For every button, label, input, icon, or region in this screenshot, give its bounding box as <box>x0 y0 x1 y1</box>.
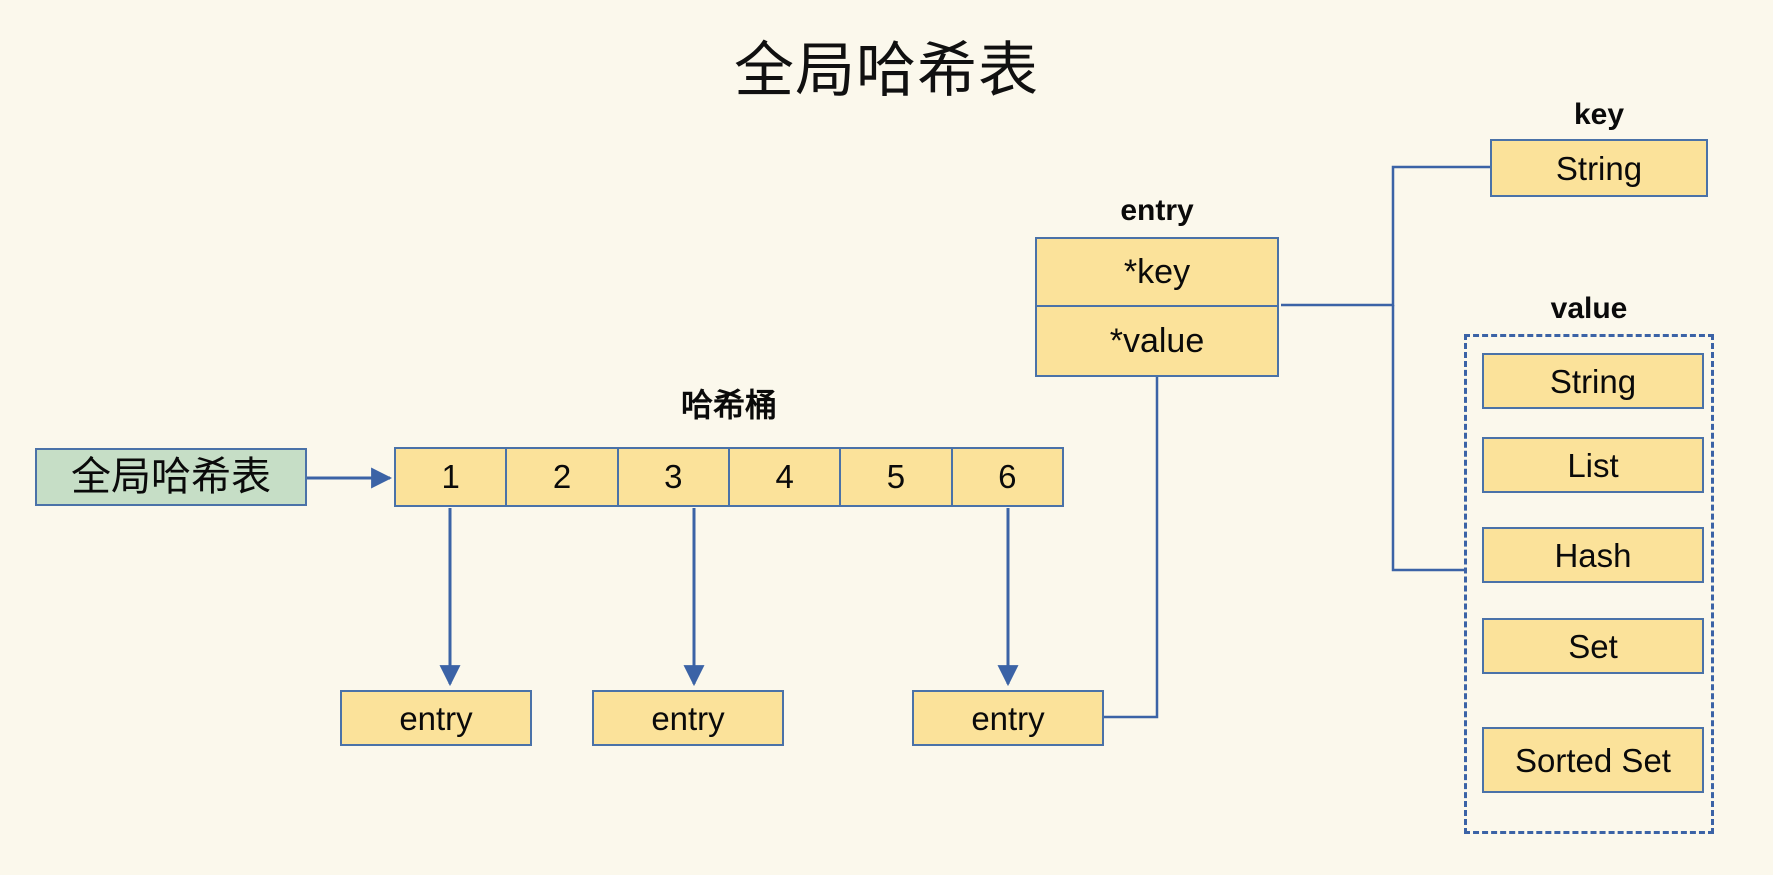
bucket-cell[interactable]: 3 <box>619 449 730 505</box>
value-type-set[interactable]: Set <box>1482 618 1704 674</box>
value-type-label: List <box>1567 446 1619 484</box>
bucket-cell[interactable]: 6 <box>998 458 1017 495</box>
bucket-cell[interactable]: 1 <box>396 449 508 505</box>
entry-node-label: entry <box>971 699 1045 737</box>
value-types-container <box>1464 334 1714 834</box>
bucket-cell[interactable]: 4 <box>730 449 842 505</box>
entry-node-label: entry <box>651 699 725 737</box>
hash-bucket-caption: 哈希桶 <box>680 387 777 423</box>
value-type-string[interactable]: String <box>1482 353 1704 409</box>
bucket-cell[interactable]: 5 <box>841 449 953 505</box>
entry-struct-caption: entry <box>1120 194 1194 227</box>
value-type-hash[interactable]: Hash <box>1482 527 1704 583</box>
value-type-label: String <box>1549 362 1637 400</box>
global-hash-table-node[interactable]: 全局哈希表 <box>35 448 307 506</box>
entry-node[interactable]: entry <box>340 690 532 746</box>
page-title: 全局哈希表 <box>734 37 1039 104</box>
hash-bucket-array[interactable]: 1 2 3 4 5 6 <box>394 447 1064 507</box>
value-type-sorted-set[interactable]: Sorted Set <box>1482 727 1704 793</box>
key-type-string[interactable]: String <box>1490 139 1708 197</box>
value-type-list[interactable]: List <box>1482 437 1704 493</box>
entry-node[interactable]: entry <box>912 690 1104 746</box>
entry-struct[interactable]: *key *value <box>1035 237 1279 377</box>
entry-node-label: entry <box>399 699 473 737</box>
value-type-label: Hash <box>1554 536 1632 574</box>
entry-field-key[interactable]: *key <box>1037 239 1277 307</box>
key-group-caption: key <box>1573 98 1625 131</box>
value-group-caption: value <box>1550 292 1628 325</box>
entry-field-value[interactable]: *value <box>1109 321 1205 360</box>
value-type-label: Set <box>1568 627 1618 665</box>
bucket-cell[interactable]: 2 <box>507 449 619 505</box>
entry-node[interactable]: entry <box>592 690 784 746</box>
value-type-label: Sorted Set <box>1515 741 1671 779</box>
key-type-label: String <box>1555 149 1643 187</box>
global-hash-table-label: 全局哈希表 <box>71 455 271 499</box>
